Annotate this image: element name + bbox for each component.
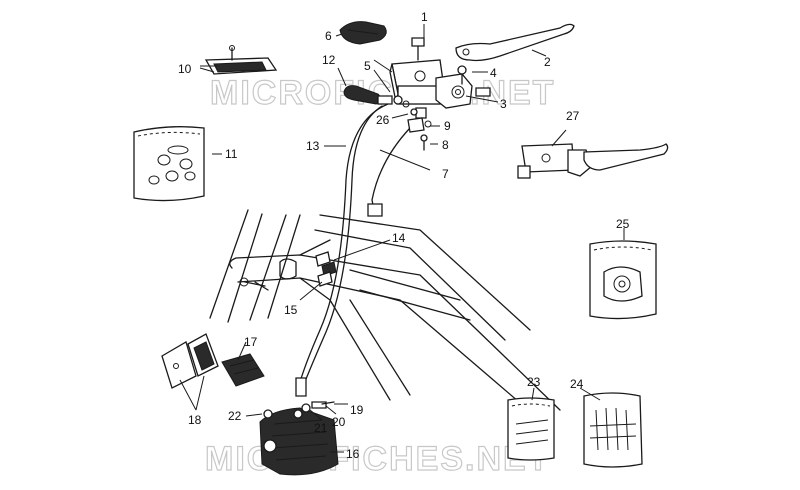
hose-clips bbox=[315, 251, 337, 287]
callout-1: 1 bbox=[421, 10, 428, 24]
callout-13: 13 bbox=[306, 139, 320, 153]
master-cylinder-assembly bbox=[517, 143, 669, 179]
stoplight-switch bbox=[367, 108, 432, 217]
frame-tubes bbox=[209, 209, 561, 421]
callout-21: 21 bbox=[314, 421, 328, 435]
callout-17: 17 bbox=[244, 335, 258, 349]
master-cylinder bbox=[389, 37, 473, 119]
dust-cover bbox=[339, 21, 387, 45]
leader-lines bbox=[179, 24, 625, 453]
callout-3: 3 bbox=[500, 97, 507, 111]
callout-2: 2 bbox=[544, 55, 551, 69]
callout-19: 19 bbox=[350, 403, 364, 417]
callout-7: 7 bbox=[442, 167, 449, 181]
callout-11: 11 bbox=[225, 147, 238, 161]
brake-pad-17 bbox=[221, 353, 265, 387]
brake-caliper bbox=[259, 407, 339, 476]
callout-25: 25 bbox=[616, 217, 630, 231]
caliper-hardware bbox=[263, 401, 335, 419]
callout-22: 22 bbox=[228, 409, 242, 423]
watermark-bottom: MICROFICHES.NET bbox=[205, 440, 550, 478]
callout-12: 12 bbox=[322, 53, 336, 67]
callout-16: 16 bbox=[346, 447, 360, 461]
callout-8: 8 bbox=[442, 138, 449, 152]
callout-labels: 1 2 3 4 5 6 7 8 9 10 11 12 13 14 15 16 1… bbox=[178, 10, 630, 461]
callout-5: 5 bbox=[364, 59, 371, 73]
callout-14: 14 bbox=[392, 231, 406, 245]
hose-cap bbox=[343, 85, 410, 108]
callout-6: 6 bbox=[325, 29, 332, 43]
callout-26: 26 bbox=[376, 113, 390, 127]
brake-pads-18 bbox=[161, 333, 219, 389]
callout-24: 24 bbox=[570, 377, 584, 391]
callout-9: 9 bbox=[444, 119, 451, 133]
pads-top-left bbox=[204, 45, 278, 75]
callout-4: 4 bbox=[490, 66, 497, 80]
brake-lever bbox=[455, 23, 575, 62]
callout-23: 23 bbox=[527, 375, 541, 389]
callout-15: 15 bbox=[284, 303, 298, 317]
callout-10: 10 bbox=[178, 62, 192, 76]
kit-bag-25 bbox=[589, 240, 657, 320]
callout-20: 20 bbox=[332, 415, 346, 429]
callout-18: 18 bbox=[188, 413, 202, 427]
kit-bag-11 bbox=[133, 126, 205, 202]
kit-bag-23 bbox=[507, 397, 555, 461]
switch-parts bbox=[457, 65, 491, 97]
kit-bag-24 bbox=[583, 392, 643, 468]
callout-27: 27 bbox=[566, 109, 580, 123]
